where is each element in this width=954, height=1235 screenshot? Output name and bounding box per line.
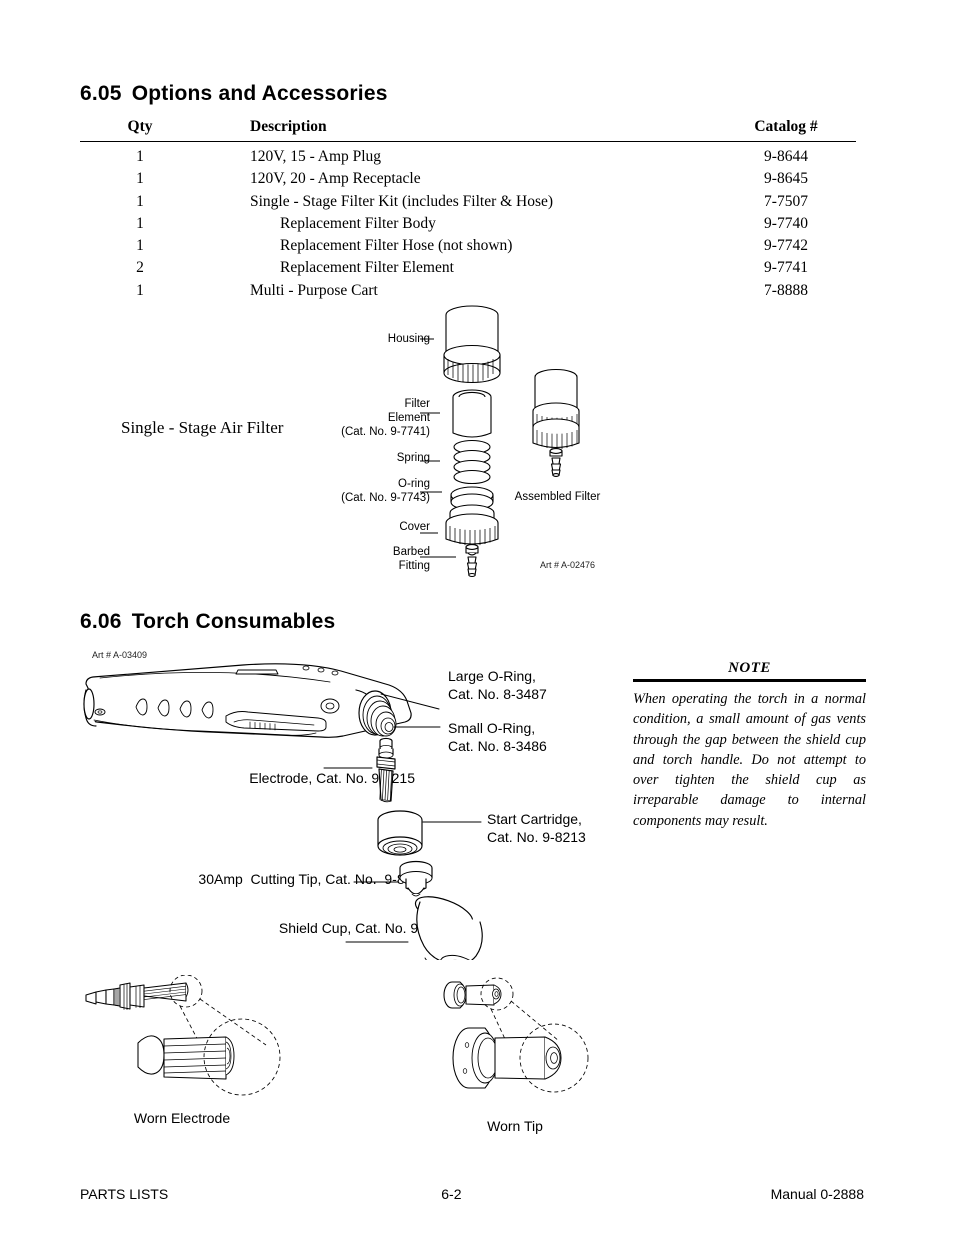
cell-catalog: 7-8888 bbox=[764, 281, 808, 299]
section-heading-options: 6.05 Options and Accessories bbox=[80, 82, 388, 106]
parts-list-table: Qty Description Catalog # 1 120V, 15 - Am… bbox=[80, 118, 856, 302]
column-header-description: Description bbox=[250, 118, 327, 135]
filter-exploded-diagram bbox=[420, 295, 640, 585]
cell-catalog: 9-7742 bbox=[764, 237, 808, 255]
table-row: 2 Replacement Filter Element 9-7741 bbox=[80, 257, 856, 279]
cell-catalog: 7-7507 bbox=[764, 192, 808, 210]
filter-figure-title: Single - Stage Air Filter bbox=[121, 418, 284, 437]
footer-right: Manual 0-2888 bbox=[770, 1186, 864, 1202]
cell-description: 120V, 15 - Amp Plug bbox=[250, 148, 382, 165]
table-row: 1 Single - Stage Filter Kit (includes Fil… bbox=[80, 191, 856, 213]
note-rule bbox=[633, 679, 866, 682]
cell-qty: 2 bbox=[136, 259, 144, 277]
section-title-consumables: Torch Consumables bbox=[131, 610, 336, 633]
table-header-row: Qty Description Catalog # bbox=[80, 118, 856, 142]
cell-qty: 1 bbox=[136, 237, 144, 255]
torch-exploded-diagram bbox=[78, 660, 558, 960]
torch-art-number: Art # A-03409 bbox=[92, 650, 148, 660]
callout-electrode: Electrode, Cat. No. 9-8215 bbox=[249, 770, 415, 786]
cell-description: Multi - Purpose Cart bbox=[250, 281, 378, 299]
section-number-consumables: 6.06 bbox=[80, 610, 122, 633]
table-row: 1 120V, 20 - Amp Receptacle 9-8645 bbox=[80, 168, 856, 190]
cell-description: Replacement Filter Body bbox=[280, 214, 436, 232]
filter-art-number: Art # A-02476 bbox=[540, 560, 596, 570]
table-row: 1 120V, 15 - Amp Plug 9-8644 bbox=[80, 142, 856, 169]
cell-catalog: 9-7741 bbox=[764, 259, 808, 277]
callout-small-oring: Small O-Ring, Cat. No. 8-3486 bbox=[448, 720, 547, 754]
table-row: 1 Replacement Filter Hose (not shown) 9-77… bbox=[80, 235, 856, 257]
note-title: NOTE bbox=[728, 660, 771, 676]
section-number-options: 6.05 bbox=[80, 82, 122, 105]
cell-qty: 1 bbox=[136, 170, 144, 188]
callout-spring: Spring bbox=[396, 452, 430, 464]
label-worn-tip: Worn Tip bbox=[487, 1118, 543, 1134]
cell-description: Single - Stage Filter Kit (includes Filt… bbox=[250, 192, 554, 210]
callout-filter-element: Filter Element (Cat. No. 9-7741) bbox=[341, 398, 430, 438]
callout-barbed-fitting: Barbed Fitting bbox=[392, 546, 430, 572]
section-heading-consumables: 6.06 Torch Consumables bbox=[80, 610, 335, 634]
cell-description: 120V, 20 - Amp Receptacle bbox=[250, 170, 421, 188]
note-box: NOTE When operating the torch in a norma… bbox=[633, 660, 866, 831]
callout-oring: O-ring (Cat. No. 9-7743) bbox=[341, 478, 430, 504]
cell-qty: 1 bbox=[136, 148, 144, 165]
worn-tip-diagram bbox=[435, 975, 610, 1110]
cell-qty: 1 bbox=[136, 192, 144, 210]
section-title-options: Options and Accessories bbox=[131, 82, 388, 105]
page-footer: PARTS LISTS 6-2 Manual 0-2888 bbox=[80, 1186, 864, 1202]
table-row: 1 Multi - Purpose Cart 7-8888 bbox=[80, 280, 856, 302]
label-assembled-filter: Assembled Filter bbox=[514, 491, 601, 503]
callout-start-cartridge: Start Cartridge, Cat. No. 9-8213 bbox=[487, 811, 586, 845]
callout-cover: Cover bbox=[399, 521, 430, 533]
footer-left: PARTS LISTS bbox=[80, 1186, 169, 1202]
column-header-catalog: Catalog # bbox=[754, 118, 818, 135]
table-row: 1 Replacement Filter Body 9-7740 bbox=[80, 213, 856, 235]
cell-catalog: 9-8644 bbox=[764, 148, 808, 165]
callout-housing: Housing bbox=[387, 333, 430, 345]
cell-qty: 1 bbox=[136, 214, 144, 232]
column-header-qty: Qty bbox=[127, 118, 153, 135]
cell-catalog: 9-7740 bbox=[764, 214, 808, 232]
callout-large-oring: Large O-Ring, Cat. No. 8-3487 bbox=[448, 668, 547, 702]
cell-catalog: 9-8645 bbox=[764, 170, 808, 188]
cell-description: Replacement Filter Element bbox=[280, 259, 454, 277]
cell-description: Replacement Filter Hose (not shown) bbox=[280, 237, 513, 255]
label-worn-electrode: Worn Electrode bbox=[133, 1110, 231, 1126]
footer-page-number: 6-2 bbox=[441, 1186, 462, 1202]
note-body: When operating the torch in a normal con… bbox=[633, 691, 866, 829]
worn-electrode-diagram bbox=[82, 975, 312, 1105]
callout-shield-cup: Shield Cup, Cat. No. 9-8218 bbox=[278, 920, 454, 936]
callout-cutting-tip: 30Amp Cutting Tip, Cat. No. 9-8206 bbox=[198, 871, 428, 887]
cell-qty: 1 bbox=[136, 281, 144, 299]
